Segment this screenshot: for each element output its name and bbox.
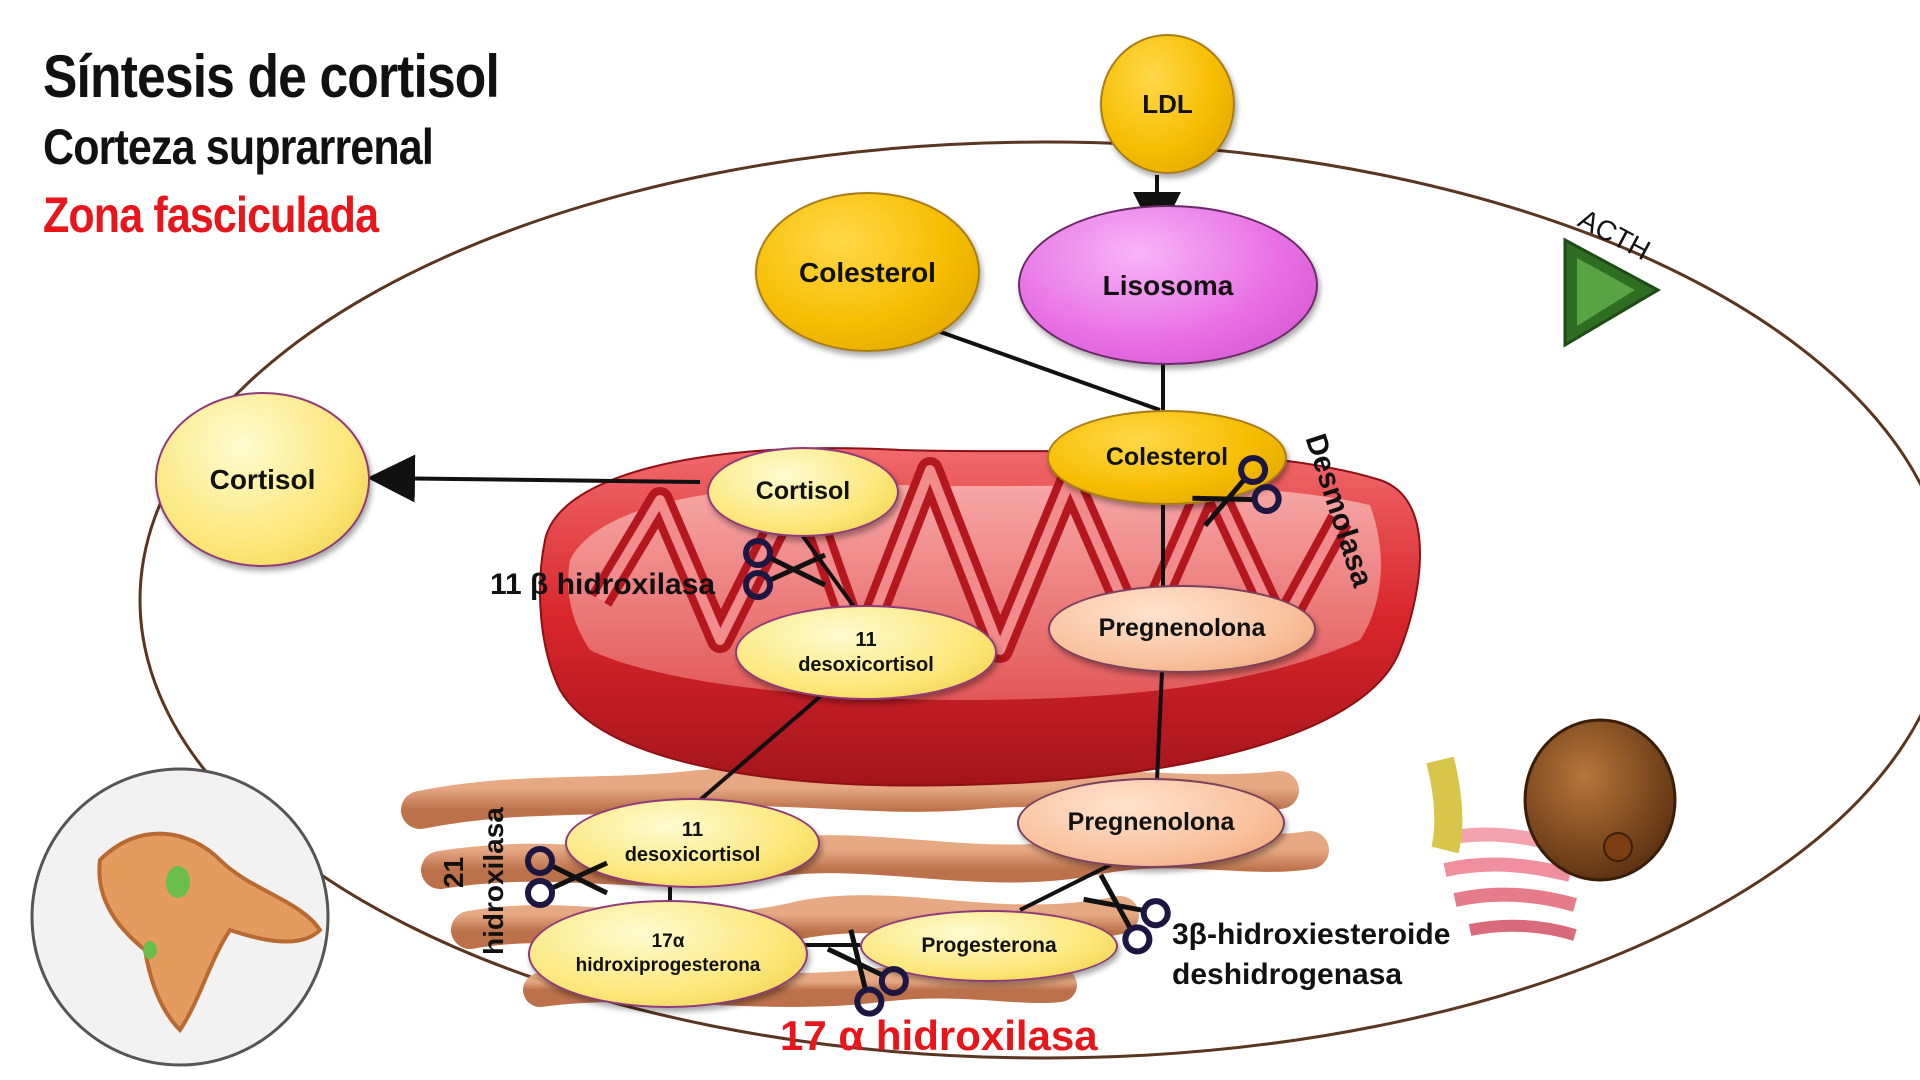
node-colesterol-outer-label: Colesterol xyxy=(799,256,936,288)
adrenal-gland-icon xyxy=(30,767,330,1067)
node-hidroxiprogesterona-word: hidroxiprogesterona xyxy=(575,955,761,976)
enzyme-3b-hsd-line2: deshidrogenasa xyxy=(1172,958,1403,991)
node-pregnenolona-mito-label: Pregnenolona xyxy=(1098,614,1266,643)
node-cortisol-mito-label: Cortisol xyxy=(755,477,851,506)
enzyme-17a-hidroxilasa: 17 α hidroxilasa xyxy=(780,1012,1098,1059)
zone-title: Zona fasciculada xyxy=(43,187,379,243)
node-cortisol-outer-label: Cortisol xyxy=(209,464,316,495)
page-title: Síntesis de cortisol xyxy=(43,43,500,110)
node-desoxicortisol-mito: 11 desoxicortisol xyxy=(735,605,997,700)
node-desoxicortisol-er-word: desoxicortisol xyxy=(624,844,761,866)
enzyme-11b-hidroxilasa: 11 β hidroxilasa xyxy=(490,568,716,601)
node-lisosoma: Lisosoma xyxy=(1018,205,1318,365)
node-pregnenolona-er: Pregnenolona xyxy=(1017,778,1285,868)
node-hidroxiprogesterona: 17α hidroxiprogesterona xyxy=(528,900,808,1008)
node-progesterona-label: Progesterona xyxy=(921,933,1057,957)
scissors-icon xyxy=(525,846,609,908)
enzyme-21-number: 21 xyxy=(438,856,469,888)
node-cortisol-outer: Cortisol xyxy=(155,392,370,567)
node-lisosoma-label: Lisosoma xyxy=(1102,269,1234,301)
scissors-icon xyxy=(1083,873,1171,955)
node-pregnenolona-er-label: Pregnenolona xyxy=(1067,808,1235,837)
node-cortisol-mito: Cortisol xyxy=(707,447,899,537)
node-desoxicortisol-mito-word: desoxicortisol xyxy=(798,653,934,676)
node-colesterol-mito: Colesterol xyxy=(1047,410,1287,505)
scissors-icon xyxy=(1192,454,1282,528)
node-hidroxiprogesterona-num: 17α xyxy=(651,931,685,953)
node-desoxicortisol-er-num: 11 xyxy=(681,819,704,841)
node-ldl-label: LDL xyxy=(1142,88,1193,119)
node-ldl: LDL xyxy=(1100,34,1235,174)
node-pregnenolona-mito: Pregnenolona xyxy=(1048,585,1316,673)
node-colesterol-outer: Colesterol xyxy=(755,192,980,352)
golgi-nucleus-icon xyxy=(1426,718,1677,941)
scissors-icon xyxy=(743,538,827,600)
enzyme-21-hidroxilasa: hidroxilasa xyxy=(478,807,509,955)
node-colesterol-mito-label: Colesterol xyxy=(1105,442,1229,471)
enzyme-3b-hsd-line1: 3β-hidroxiesteroide xyxy=(1172,918,1451,951)
page-subtitle: Corteza suprarrenal xyxy=(43,119,434,175)
scissors-icon xyxy=(826,929,909,1017)
cell-membrane xyxy=(138,140,1920,1060)
acth-triangle-icon xyxy=(1563,237,1662,348)
node-desoxicortisol-mito-num: 11 xyxy=(855,628,877,651)
node-desoxicortisol-er: 11 desoxicortisol xyxy=(565,798,820,888)
